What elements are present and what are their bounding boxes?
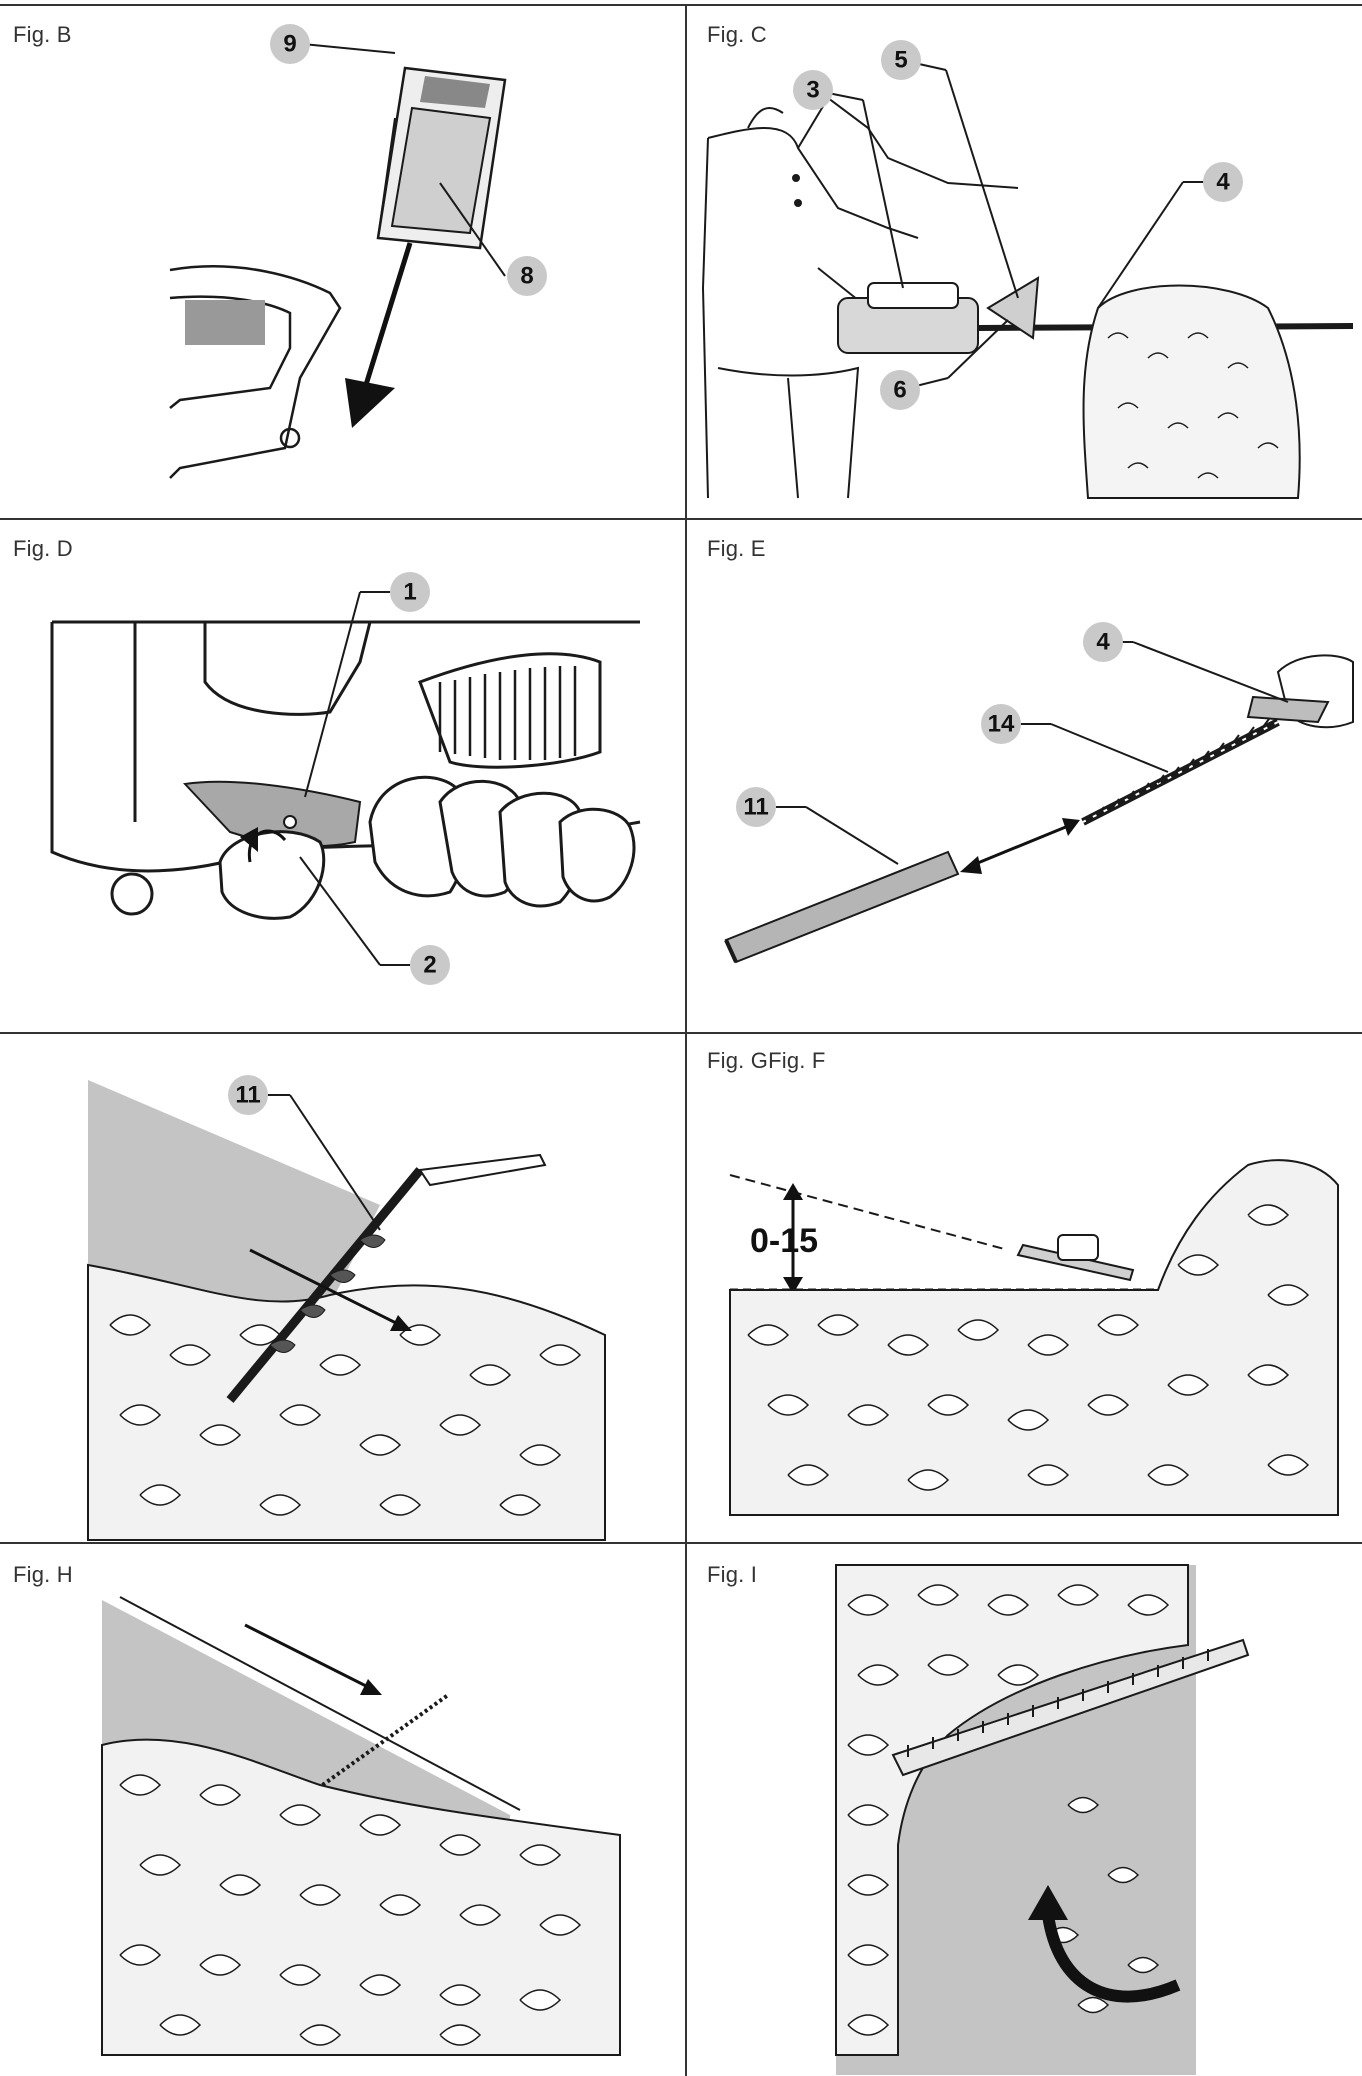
callout-4-e xyxy=(1083,622,1123,662)
hedge-foliage-i xyxy=(835,1564,1189,2056)
callout-9 xyxy=(270,24,310,64)
callout-2 xyxy=(410,945,450,985)
hedge-foliage xyxy=(87,1263,606,1541)
fig-g-illustration: 0-15 xyxy=(729,1159,1339,1516)
falling-clippings xyxy=(1047,1796,1160,2014)
fig-h-illustration xyxy=(101,1596,621,2056)
battery-pack-drawing xyxy=(376,66,507,250)
direction-arrow-h xyxy=(244,1623,371,1690)
trimmer-angled xyxy=(1016,1234,1135,1282)
caption-fig-i: Fig. I xyxy=(707,1562,758,1587)
callout-11-f xyxy=(228,1075,268,1115)
hedge-trimmer-drawing xyxy=(837,276,1354,354)
removal-arrow-head xyxy=(345,378,395,428)
trimmer-on-hedge xyxy=(226,1153,547,1403)
caption-fig-d: Fig. D xyxy=(13,536,73,561)
caption-fig-e: Fig. E xyxy=(707,536,766,561)
angle-arrow-down xyxy=(783,1277,803,1294)
blade-h xyxy=(223,1693,450,1857)
callout-14 xyxy=(981,704,1021,744)
double-arrow-head-right xyxy=(1062,818,1080,836)
fig-e-illustration: 4 14 11 xyxy=(724,622,1354,964)
rotation-arrow xyxy=(247,829,287,863)
callout-2-label: 2 xyxy=(423,951,436,978)
rotation-arrow-head xyxy=(240,827,258,852)
fig-b-illustration: 9 8 xyxy=(169,24,547,479)
callout-1 xyxy=(390,572,430,612)
caption-fig-h: Fig. H xyxy=(13,1562,73,1587)
caption-fig-g: Fig. GFig. F xyxy=(707,1048,826,1073)
callout-11-e xyxy=(736,787,776,827)
hedge-foliage-h xyxy=(101,1738,621,2056)
fig-d-illustration: 1 2 xyxy=(50,572,641,985)
callout-8 xyxy=(507,256,547,296)
bush-drawing xyxy=(1082,284,1301,499)
callout-11-e-label: 11 xyxy=(743,793,768,820)
fig-f-illustration: 11 xyxy=(87,1075,606,1541)
cut-direction-arrow-head xyxy=(390,1315,412,1331)
direction-arrow-head-h xyxy=(360,1679,382,1695)
removal-arrow-shaft xyxy=(362,242,413,389)
caption-fig-c: Fig. C xyxy=(707,22,767,47)
callout-6 xyxy=(880,370,920,410)
trimmer-blade-i xyxy=(891,1638,1250,1777)
callout-5-label: 5 xyxy=(894,46,907,73)
upward-sweep-arrow xyxy=(1042,1914,1181,2003)
tool-handle-drawing xyxy=(169,265,342,479)
callout-4-label: 4 xyxy=(1216,168,1230,195)
callout-3 xyxy=(793,70,833,110)
callout-4-e-label: 4 xyxy=(1096,628,1110,655)
upward-sweep-arrow-head xyxy=(1028,1885,1068,1920)
double-arrow xyxy=(967,822,1074,869)
callout-14-label: 14 xyxy=(988,710,1015,737)
blade-drawing xyxy=(1081,718,1280,826)
callout-5 xyxy=(881,40,921,80)
cut-direction-arrow xyxy=(249,1248,401,1327)
callout-1-label: 1 xyxy=(403,578,416,605)
fig-c-illustration: 3 5 4 6 xyxy=(701,40,1354,499)
blade-guard-drawing xyxy=(724,850,960,964)
angle-arrow-up xyxy=(783,1183,803,1200)
callout-3-label: 3 xyxy=(806,76,819,103)
double-arrow-head-left xyxy=(960,856,982,874)
cut-line-h xyxy=(119,1596,521,1811)
angle-label: 0-15 xyxy=(750,1222,818,1260)
callout-8-label: 8 xyxy=(520,262,533,289)
caption-fig-b: Fig. B xyxy=(13,22,72,47)
trimmer-head-drawing xyxy=(1246,654,1354,729)
hand-drawing xyxy=(218,775,636,920)
callout-4 xyxy=(1203,162,1243,202)
hedge-foliage-g xyxy=(729,1159,1339,1516)
fig-i-illustration xyxy=(835,1564,1250,2075)
callout-11-f-label: 11 xyxy=(235,1081,260,1108)
callout-9-label: 9 xyxy=(283,30,296,57)
callout-6-label: 6 xyxy=(893,376,906,403)
